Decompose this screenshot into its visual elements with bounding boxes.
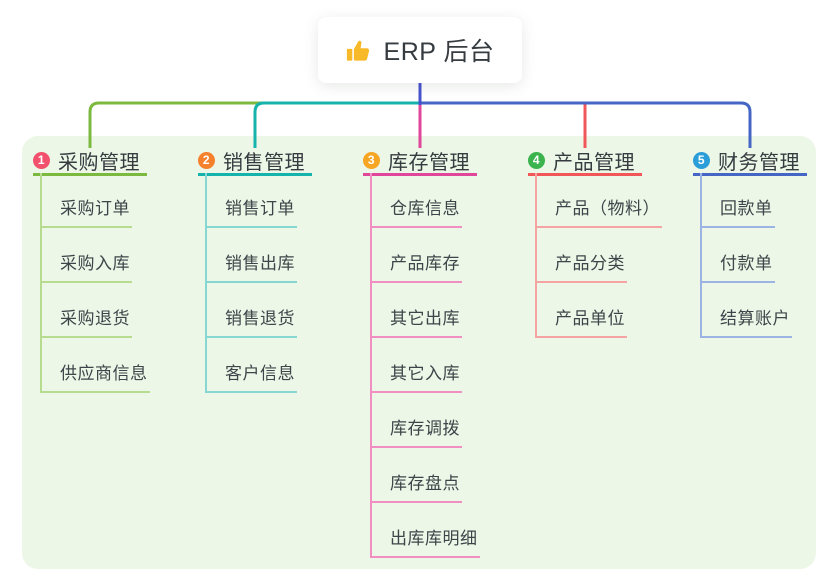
node-supplier-info[interactable]: 供应商信息 (42, 338, 150, 393)
inventory-children: 仓库信息 产品库存 其它出库 其它入库 库存调拨 库存盘点 出库库明细 (370, 173, 480, 558)
node-label: 库存管理 (388, 151, 470, 174)
node-product-stock[interactable]: 产品库存 (372, 228, 462, 283)
product-children: 产品（物料） 产品分类 产品单位 (535, 173, 662, 338)
root-node-erp[interactable]: ERP 后台 (318, 17, 522, 83)
node-sales-outbound[interactable]: 销售出库 (207, 228, 297, 283)
node-label: 销售管理 (223, 151, 305, 174)
procurement-children: 采购订单 采购入库 采购退货 供应商信息 (40, 173, 150, 393)
node-customer-info[interactable]: 客户信息 (207, 338, 297, 393)
node-other-outbound[interactable]: 其它出库 (372, 283, 462, 338)
node-sales-order[interactable]: 销售订单 (207, 173, 297, 228)
badge-1: 1 (33, 151, 50, 169)
badge-2: 2 (198, 151, 215, 169)
node-product[interactable]: 4 产品管理 (528, 147, 642, 176)
sales-children: 销售订单 销售出库 销售退货 客户信息 (205, 173, 297, 393)
badge-5: 5 (693, 151, 710, 169)
node-settlement-account[interactable]: 结算账户 (702, 283, 792, 338)
node-other-inbound[interactable]: 其它入库 (372, 338, 462, 393)
root-title: ERP 后台 (383, 38, 495, 66)
node-purchase-return[interactable]: 采购退货 (42, 283, 132, 338)
thumbs-up-icon (346, 40, 369, 61)
node-product-material[interactable]: 产品（物料） (537, 173, 662, 228)
node-warehouse-info[interactable]: 仓库信息 (372, 173, 462, 228)
node-purchase-order[interactable]: 采购订单 (42, 173, 132, 228)
branches-panel (22, 136, 816, 569)
node-purchase-inbound[interactable]: 采购入库 (42, 228, 132, 283)
node-payment-doc[interactable]: 付款单 (702, 228, 775, 283)
node-procurement[interactable]: 1 采购管理 (33, 147, 147, 176)
node-inventory[interactable]: 3 库存管理 (363, 147, 477, 176)
node-finance[interactable]: 5 财务管理 (693, 147, 807, 176)
node-inout-detail[interactable]: 出库库明细 (372, 503, 480, 558)
node-receipt-doc[interactable]: 回款单 (702, 173, 775, 228)
node-label: 产品管理 (553, 151, 635, 174)
node-product-unit[interactable]: 产品单位 (537, 283, 627, 338)
node-sales[interactable]: 2 销售管理 (198, 147, 312, 176)
node-stock-count[interactable]: 库存盘点 (372, 448, 462, 503)
node-product-category[interactable]: 产品分类 (537, 228, 627, 283)
badge-3: 3 (363, 151, 380, 169)
node-label: 采购管理 (58, 151, 140, 174)
node-sales-return[interactable]: 销售退货 (207, 283, 297, 338)
node-label: 财务管理 (718, 151, 800, 174)
finance-children: 回款单 付款单 结算账户 (700, 173, 792, 338)
badge-4: 4 (528, 151, 545, 169)
node-stock-transfer[interactable]: 库存调拨 (372, 393, 462, 448)
